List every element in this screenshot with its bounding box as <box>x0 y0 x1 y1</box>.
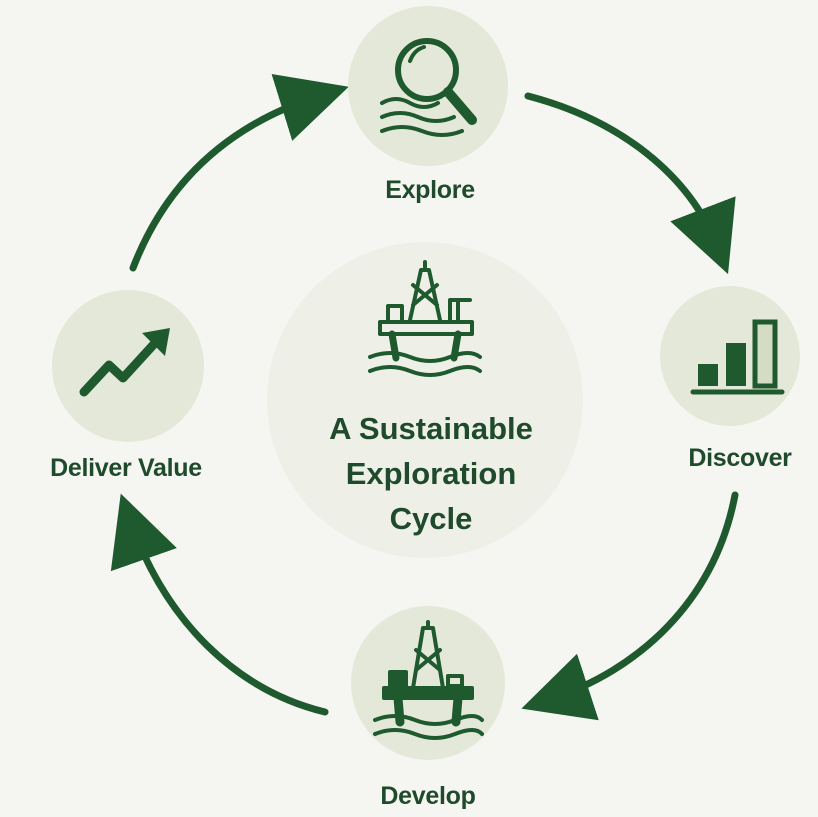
explore-node <box>348 6 508 166</box>
center-title-line: A Sustainable <box>329 411 533 446</box>
offshore-platform-icon <box>368 260 482 377</box>
arrow-deliver-to-explore <box>129 73 349 272</box>
trend-up-arrow-icon <box>79 328 170 397</box>
discover-node <box>660 286 800 426</box>
stage-label-develop: Develop <box>380 782 476 810</box>
center-title: A Sustainable Exploration Cycle <box>281 406 581 541</box>
center-title-line: Exploration <box>345 456 517 491</box>
oil-rig-icon <box>373 620 484 740</box>
center-title-line: Cycle <box>389 501 473 536</box>
arrow-explore-to-discover <box>524 92 736 275</box>
center-circle <box>267 242 583 558</box>
arrow-develop-to-deliver <box>110 493 329 716</box>
magnifier-waves-icon <box>380 38 477 137</box>
deliver-node <box>52 290 204 442</box>
bar-chart-icon <box>690 319 785 395</box>
stage-label-deliver-value: Deliver Value <box>50 454 202 482</box>
arrow-discover-to-develop <box>521 491 739 721</box>
develop-node <box>351 606 505 760</box>
stage-label-discover: Discover <box>688 444 792 472</box>
stage-label-explore: Explore <box>385 176 475 204</box>
